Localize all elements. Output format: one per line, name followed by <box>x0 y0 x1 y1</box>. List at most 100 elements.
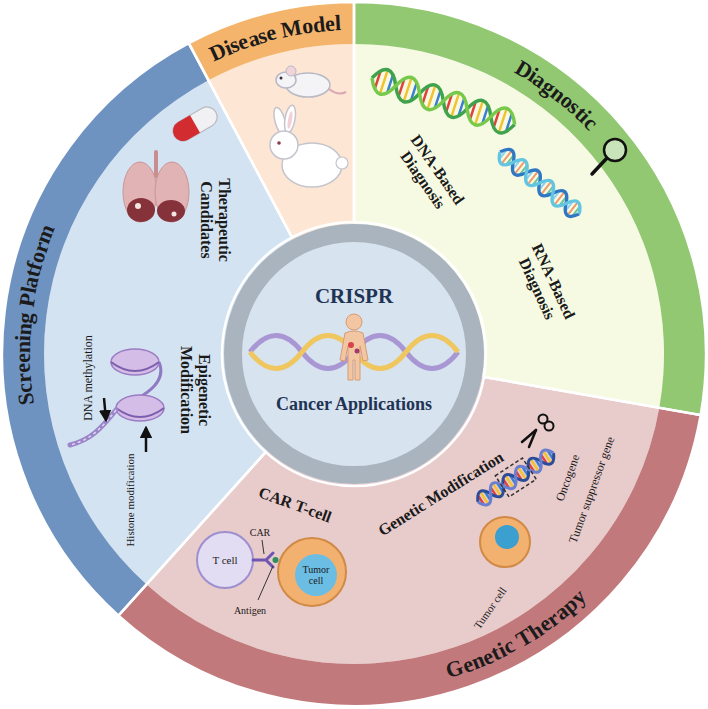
tumor-cell <box>278 538 346 606</box>
arc-letter: s <box>255 24 269 48</box>
arc-letter: e <box>264 22 279 46</box>
rabbit-ear <box>283 104 298 133</box>
lung-tumor <box>157 200 185 222</box>
arc-letter: G <box>444 656 467 682</box>
arc-letter: r <box>29 239 53 255</box>
magnifier-lens <box>604 139 626 161</box>
callout-label: Antigen <box>225 605 275 616</box>
screening-band <box>2 43 209 615</box>
arc-letter: d <box>311 13 326 36</box>
arc-letter: t <box>21 267 44 279</box>
section-label: Genetic Modification <box>368 444 513 544</box>
band-title: Genetic Therapy <box>437 579 596 686</box>
arc-letter: e <box>459 653 476 677</box>
arc-letter: a <box>19 274 43 290</box>
arc-letter: m <box>32 222 59 247</box>
gene-label: Tumor suppressor gene <box>564 429 621 552</box>
sector-border <box>189 2 354 237</box>
helix-strand <box>474 447 558 509</box>
sector-border <box>2 43 292 615</box>
sector-border <box>118 377 700 706</box>
arc-letter <box>508 632 524 654</box>
arc-letter: s <box>564 96 585 118</box>
center-title: CRISPR <box>223 284 485 309</box>
magnifier-handle <box>592 158 607 174</box>
leader-line <box>258 566 273 600</box>
nucleosome <box>116 395 164 421</box>
section-label: DNA-Based Diagnosis <box>387 124 474 227</box>
arc-letter <box>273 20 283 43</box>
dna-wrap <box>111 362 159 371</box>
arc-letter: n <box>468 648 488 673</box>
arc-letter: r <box>542 607 563 630</box>
dna-wrap <box>116 408 164 417</box>
arc-letter: o <box>25 249 49 266</box>
arc-letter: D <box>511 56 536 83</box>
arc-letter: l <box>334 12 341 34</box>
cell-label: Tumor cell <box>296 564 336 586</box>
center-subtitle: Cancer Applications <box>223 394 485 415</box>
arc-letter: l <box>18 285 41 295</box>
arc-letter: p <box>558 592 582 617</box>
nucleosome <box>111 349 159 375</box>
arc-letter: e <box>12 363 34 374</box>
arc-letter: c <box>13 382 36 394</box>
arc-letter: y <box>567 585 590 609</box>
scissors-handle <box>545 422 554 431</box>
figure-organ <box>355 349 360 354</box>
sector-border <box>354 2 706 415</box>
cell-label: T cell <box>200 554 250 566</box>
arc-letter: e <box>479 645 497 669</box>
gene-label: Oncogene <box>551 447 586 509</box>
helix-strand <box>495 145 585 220</box>
arc-letter: a <box>244 27 261 51</box>
section-label: Epigenetic Modification <box>177 335 213 445</box>
lung <box>155 162 189 222</box>
center-ring <box>223 223 485 485</box>
lung-tumor <box>127 198 155 222</box>
helix-rung <box>506 155 579 216</box>
dashed-box <box>495 458 536 497</box>
arc-letter: D <box>206 39 230 66</box>
rabbit-inner-ear <box>286 111 293 129</box>
t-cell <box>197 532 253 588</box>
arc-letter <box>15 305 38 313</box>
pointer-arrow <box>145 428 148 452</box>
arc-letter: P <box>15 292 39 309</box>
dna-strand <box>70 410 116 445</box>
arc-letter: n <box>547 81 570 106</box>
arc-letter: f <box>23 260 46 273</box>
tumor-spot <box>135 203 141 209</box>
arc-letter: T <box>513 624 537 650</box>
section-label: Therapeutic Candidates <box>197 165 233 275</box>
tumor-cell <box>480 517 530 567</box>
arc-letter: i <box>575 107 595 127</box>
arc-letter: M <box>279 16 304 42</box>
mouse-tail <box>329 89 346 93</box>
arc-letter: c <box>580 112 603 134</box>
arc-letter: i <box>12 335 34 342</box>
arc-letter: e <box>535 613 556 637</box>
callout-label: CAR <box>245 527 275 538</box>
center-disk <box>224 224 484 484</box>
arc-letter: n <box>12 341 34 354</box>
helix-rung <box>485 450 554 500</box>
arc-letter: t <box>488 641 504 664</box>
helix-strand <box>474 447 558 509</box>
arc-letter: g <box>13 311 36 324</box>
arc-letter: S <box>14 391 37 406</box>
section-label: RNA-Based Diagnosis <box>508 232 583 338</box>
callout-label: DNA methylation <box>81 328 96 428</box>
disease-band <box>189 2 354 80</box>
arc-letter: i <box>221 37 235 60</box>
arc-letter: s <box>227 33 243 57</box>
